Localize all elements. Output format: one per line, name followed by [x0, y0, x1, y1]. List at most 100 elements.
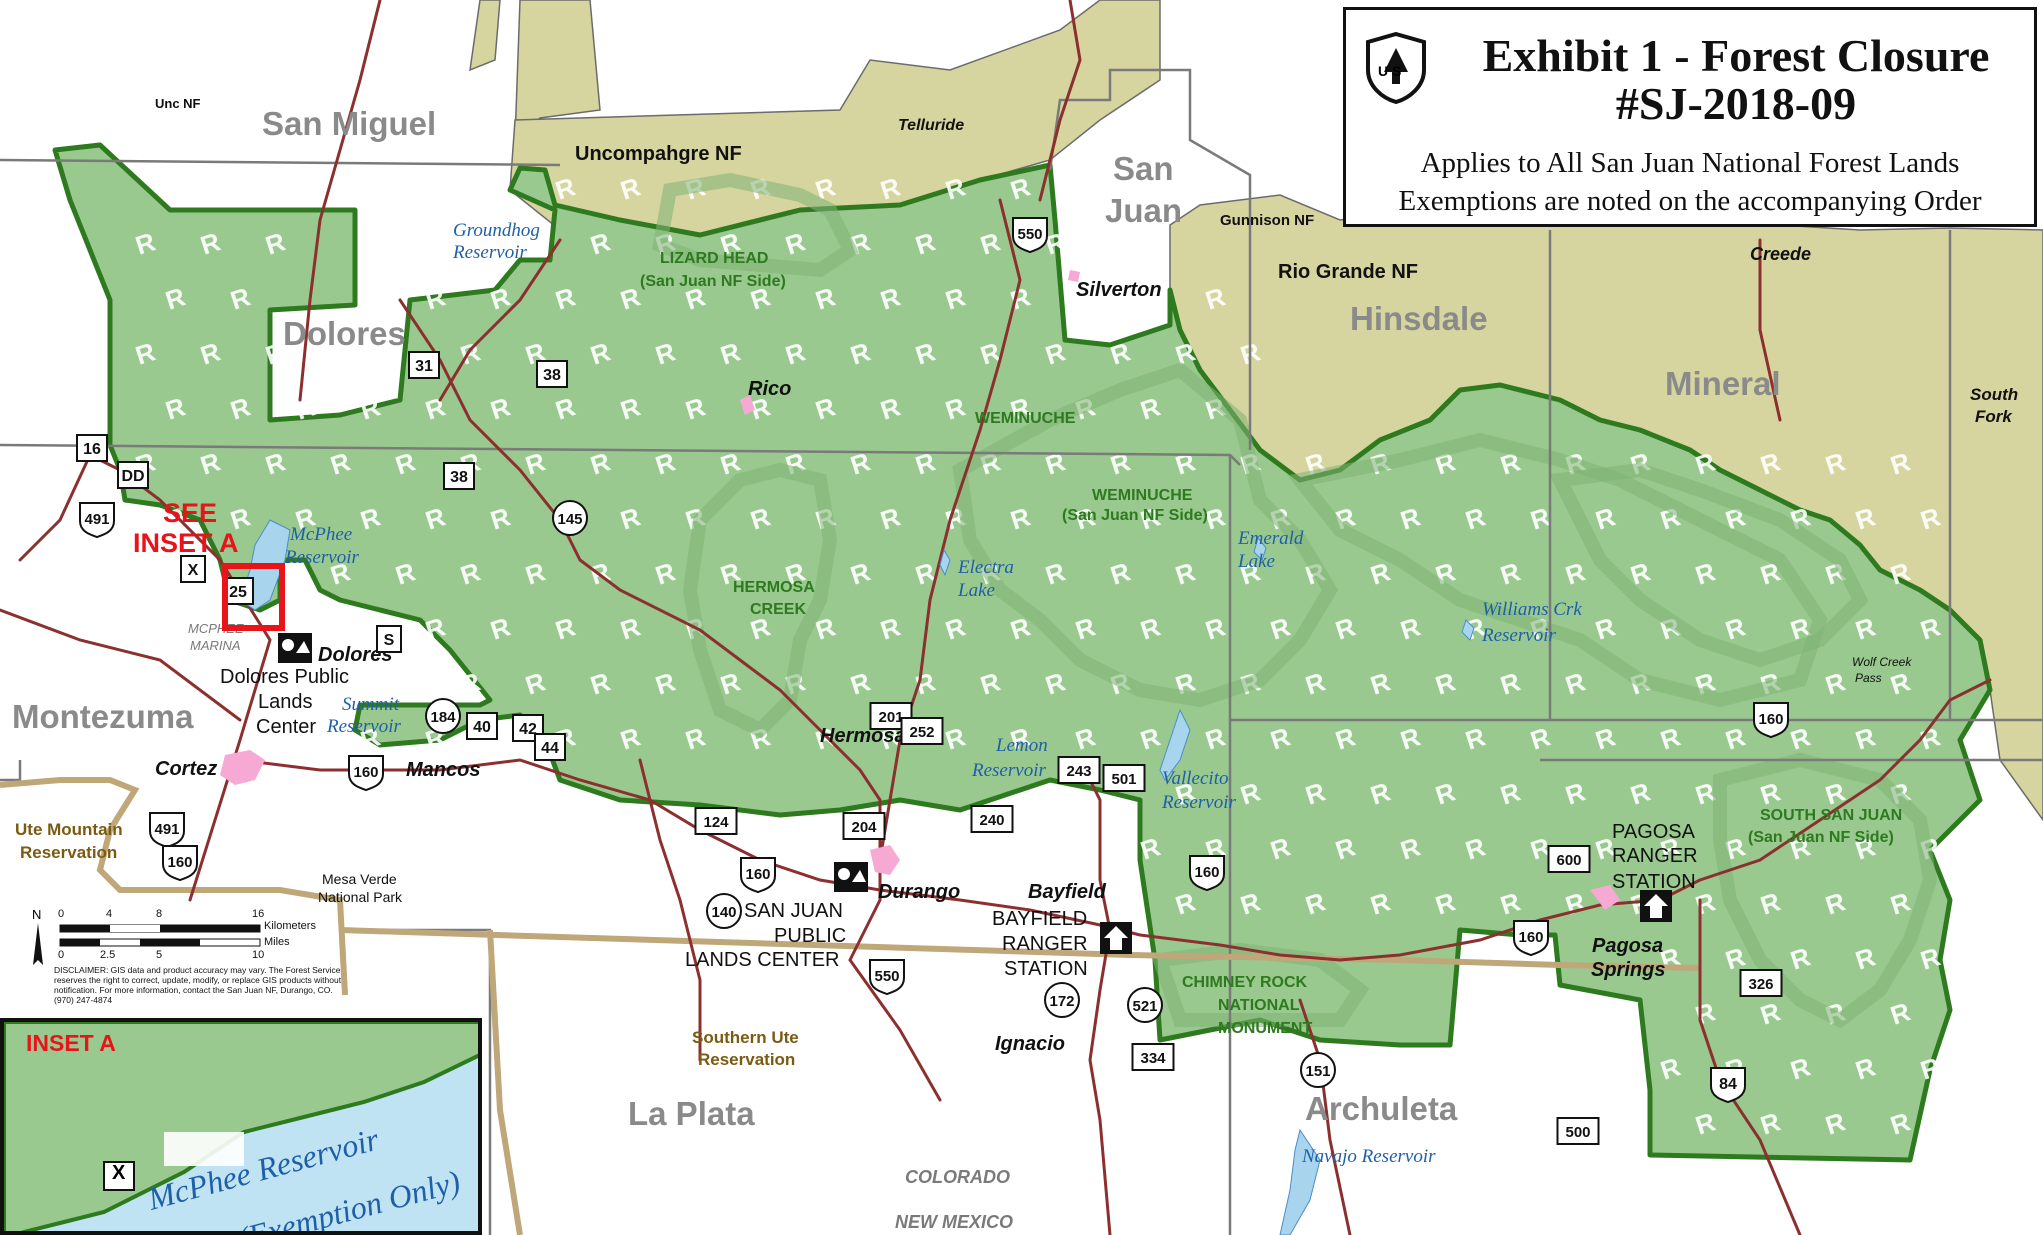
label-groundhog-2: Reservoir	[452, 242, 527, 263]
route-shield-rS: S	[376, 625, 402, 653]
inset-a-indicator-box[interactable]	[222, 563, 285, 631]
route-shield-label: 550	[1017, 226, 1042, 243]
route-shield-label: 240	[979, 812, 1004, 829]
visitor-center-icon	[278, 633, 312, 663]
route-shield-label: 326	[1748, 976, 1773, 993]
label-la-plata: La Plata	[628, 1095, 755, 1132]
route-shield-r334: 334	[1131, 1043, 1175, 1071]
route-shield-r140: 140	[706, 893, 742, 929]
label-mcphee-2: Reservoir	[284, 547, 359, 568]
town-areas	[220, 270, 1620, 910]
route-shield-r204: 204	[842, 812, 886, 840]
ranger-station-icon	[1100, 922, 1132, 954]
route-shield-label: 204	[851, 819, 877, 836]
reservation-lines	[0, 777, 1701, 1235]
route-shield-r500: 500	[1556, 1117, 1600, 1145]
label-lemon-2: Reservoir	[971, 760, 1046, 781]
label-emerald-1: Emerald	[1237, 528, 1304, 549]
label-electra-1: Electra	[957, 557, 1014, 578]
label-pagosa-1: Pagosa	[1592, 935, 1663, 957]
label-south-sj-1: SOUTH SAN JUAN	[1760, 807, 1902, 824]
route-shield-label: 140	[711, 904, 736, 921]
label-williams-2: Reservoir	[1481, 625, 1556, 646]
route-shield-label: 124	[703, 814, 729, 831]
route-shield-label: 501	[1111, 771, 1136, 788]
route-shield-label: 160	[167, 854, 192, 871]
label-navajo: Navajo Reservoir	[1301, 1146, 1436, 1167]
label-unc-nf-small: Unc NF	[155, 96, 201, 111]
route-shield-r160b: 160	[162, 845, 198, 882]
route-shield-rDD: DD	[117, 461, 149, 489]
route-shield-r491a: 491	[79, 502, 115, 539]
label-hinsdale: Hinsdale	[1350, 300, 1488, 337]
route-shield-r550a: 550	[1012, 217, 1048, 254]
title-line-2: #SJ-2018-09	[1615, 78, 1857, 129]
north-arrow-icon	[33, 923, 43, 965]
route-shield-r124: 124	[694, 807, 738, 835]
county-lines	[0, 68, 2043, 1235]
route-shield-label: 40	[473, 719, 491, 736]
route-shield-r172: 172	[1044, 982, 1080, 1018]
label-dolores-plc-1: Dolores Public	[220, 666, 349, 688]
label-weminuche-b2: (San Juan NF Side)	[1062, 507, 1208, 524]
label-south-sj-2: (San Juan NF Side)	[1748, 829, 1894, 846]
route-shield-r145: 145	[552, 500, 588, 536]
label-hermosa-1: HERMOSA	[733, 579, 815, 596]
route-shield-label: 25	[229, 584, 247, 601]
title-line-1: Exhibit 1 - Forest Closure	[1482, 30, 1990, 81]
visitor-center-icon	[834, 862, 868, 892]
route-shield-r84: 84	[1710, 1067, 1746, 1104]
route-shield-label: 491	[154, 821, 179, 838]
label-wolf-creek-1: Wolf Creek	[1852, 655, 1912, 669]
route-shield-r491b: 491	[149, 812, 185, 849]
label-chimney-1: CHIMNEY ROCK	[1182, 974, 1307, 991]
mi-tick-3: 10	[252, 949, 265, 961]
inset-x-marker: X	[112, 1162, 126, 1184]
route-shield-label: DD	[121, 468, 144, 485]
scale-bars: N	[32, 907, 261, 965]
route-shield-label: 160	[745, 866, 770, 883]
route-shield-label: 500	[1565, 1124, 1590, 1141]
usfs-shield-icon: U S	[1366, 32, 1426, 104]
route-shield-label: 16	[83, 441, 101, 458]
route-shield-label: 160	[1194, 864, 1219, 881]
scale-block: N 0 4 8 16 Kilometers Miles 0 2.5 5 10 D…	[30, 905, 341, 1015]
shield-text: U S	[1378, 63, 1401, 79]
facility-icons	[278, 633, 1672, 954]
label-sj-plc-2: PUBLIC	[774, 925, 846, 947]
map-labels: San MiguelDoloresMontezumaSanJuanHinsdal…	[12, 96, 2018, 1232]
mi-tick-1: 2.5	[100, 949, 116, 961]
label-south-fork-1: South	[1970, 385, 2018, 404]
label-san-miguel: San Miguel	[262, 105, 436, 142]
label-bayfield-rs-1: BAYFIELD	[992, 908, 1087, 930]
north-label: N	[32, 907, 41, 922]
disclaimer-text: DISCLAIMER: GIS data and product accurac…	[54, 965, 342, 1005]
route-shield-label: 550	[874, 968, 899, 985]
label-see-inset-1: SEE	[163, 498, 217, 528]
label-bayfield: Bayfield	[1028, 881, 1107, 903]
route-shield-label: 334	[1140, 1050, 1166, 1067]
label-mcphee-marina-1: MCPHEE	[188, 621, 244, 636]
label-new-mexico: NEW MEXICO	[895, 1212, 1013, 1232]
route-shield-label: 42	[519, 721, 537, 738]
route-shield-label: 491	[84, 511, 109, 528]
route-shield-r31: 31	[408, 351, 440, 379]
route-shield-r44: 44	[534, 733, 566, 761]
label-dolores: Dolores	[283, 315, 406, 352]
label-montezuma: Montezuma	[12, 698, 194, 735]
route-shield-r38a: 38	[536, 360, 568, 388]
route-shield-label: 252	[909, 724, 934, 741]
label-colorado: COLORADO	[905, 1167, 1010, 1187]
km-tick-0: 0	[58, 908, 65, 920]
km-label: Kilometers	[264, 920, 316, 932]
inset-a-panel[interactable]: INSET A X McPhee Reservoir (Exemption On…	[0, 1018, 482, 1235]
route-shield-label: 243	[1066, 763, 1091, 780]
label-sj-plc-3: LANDS CENTER	[685, 949, 839, 971]
label-san-juan-2: Juan	[1105, 192, 1182, 229]
label-weminuche-b1: WEMINUCHE	[1092, 487, 1193, 504]
title-sub-1: Applies to All San Juan National Forest …	[1420, 147, 1960, 179]
label-mancos: Mancos	[406, 759, 480, 781]
label-uncompahgre-nf: Uncompahgre NF	[575, 143, 742, 165]
label-mineral: Mineral	[1665, 365, 1781, 402]
